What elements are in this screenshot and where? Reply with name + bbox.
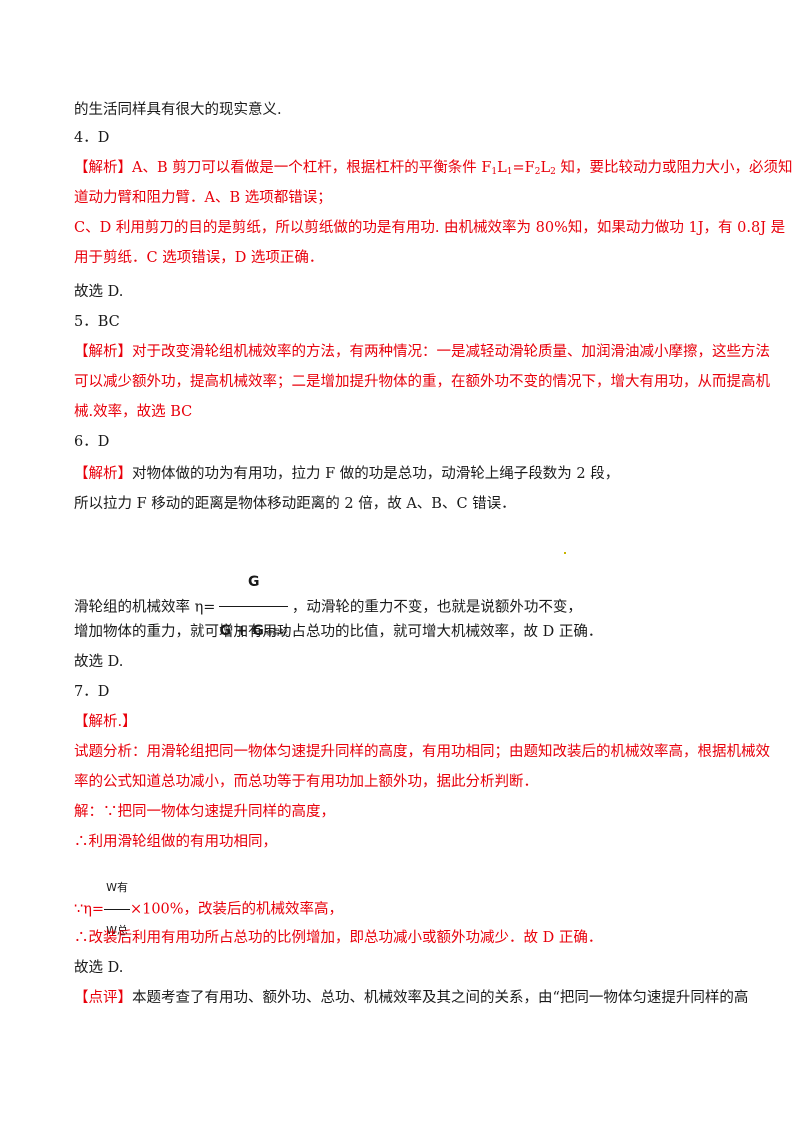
analysis-7-line-1: 试题分析：用滑轮组把同一物体匀速提升同样的高度，有用功相同；由题知改装后的机械效… <box>74 744 770 760</box>
comment-tag: 【点评】 <box>74 990 132 1006</box>
analysis-7-tag: 【解析.】 <box>74 714 137 730</box>
choice-7: 故选 D. <box>74 960 124 976</box>
analysis-tag: 【解析】 <box>74 160 132 176</box>
answer-6: 6．D <box>74 434 110 450</box>
analysis-7-line-2: 率的公式知道总功减小，而总功等于有用功加上额外功，据此分析判断． <box>74 774 538 790</box>
choice-4: 故选 D. <box>74 284 124 300</box>
analysis-4-line-3: C、D 利用剪刀的目的是剪纸，所以剪纸做的功是有用功. 由机械效率为 80%知，… <box>74 220 786 236</box>
answer-5: 5．BC <box>74 314 120 330</box>
analysis-7-line-4: ∴利用滑轮组做的有用功相同， <box>74 834 277 850</box>
analysis-7-line-6: ∴改装后利用有用功所占总功的比例增加，即总功减小或额外功减少．故 D 正确． <box>74 930 603 946</box>
choice-6: 故选 D. <box>74 654 124 670</box>
analysis-tag: 【解析】 <box>74 344 132 360</box>
analysis-7-line-3: 解：∵把同一物体匀速提升同样的高度， <box>74 804 335 820</box>
analysis-4-line-1: 【解析】A、B 剪刀可以看做是一个杠杆，根据杠杆的平衡条件 F1L1=F2L2 … <box>74 160 793 177</box>
analysis-4-line-4: 用于剪纸．C 选项错误，D 选项正确． <box>74 250 324 266</box>
answer-4: 4．D <box>74 130 110 146</box>
analysis-6-line-2: 所以拉力 F 移动的距离是物体移动距离的 2 倍，故 A、B、C 错误． <box>74 496 516 512</box>
comment-line: 【点评】本题考查了有用功、额外功、总功、机械效率及其之间的关系，由“把同一物体匀… <box>74 990 749 1006</box>
answer-7: 7．D <box>74 684 110 700</box>
analysis-6-line-4: 增加物体的重力，就可增加有用功占总功的比值，就可增大机械效率，故 D 正确． <box>74 624 603 640</box>
stray-mark <box>564 552 566 554</box>
analysis-5-line-2: 可以减少额外功，提高机械效率；二是增加提升物体的重，在额外功不变的情况下，增大有… <box>74 374 770 390</box>
analysis-6-line-1: 【解析】对物体做的功为有用功，拉力 F 做的功是总功，动滑轮上绳子段数为 2 段… <box>74 466 620 482</box>
analysis-5-line-1: 【解析】对于改变滑轮组机械效率的方法，有两种情况：一是减轻动滑轮质量、加润滑油减… <box>74 344 770 360</box>
analysis-5-line-3: 械.效率，故选 BC <box>74 404 193 420</box>
analysis-tag: 【解析】 <box>74 466 132 482</box>
analysis-4-line-2: 道动力臂和阻力臂．A、B 选项都错误； <box>74 190 332 206</box>
text-line: 的生活同样具有很大的现实意义. <box>74 102 282 118</box>
